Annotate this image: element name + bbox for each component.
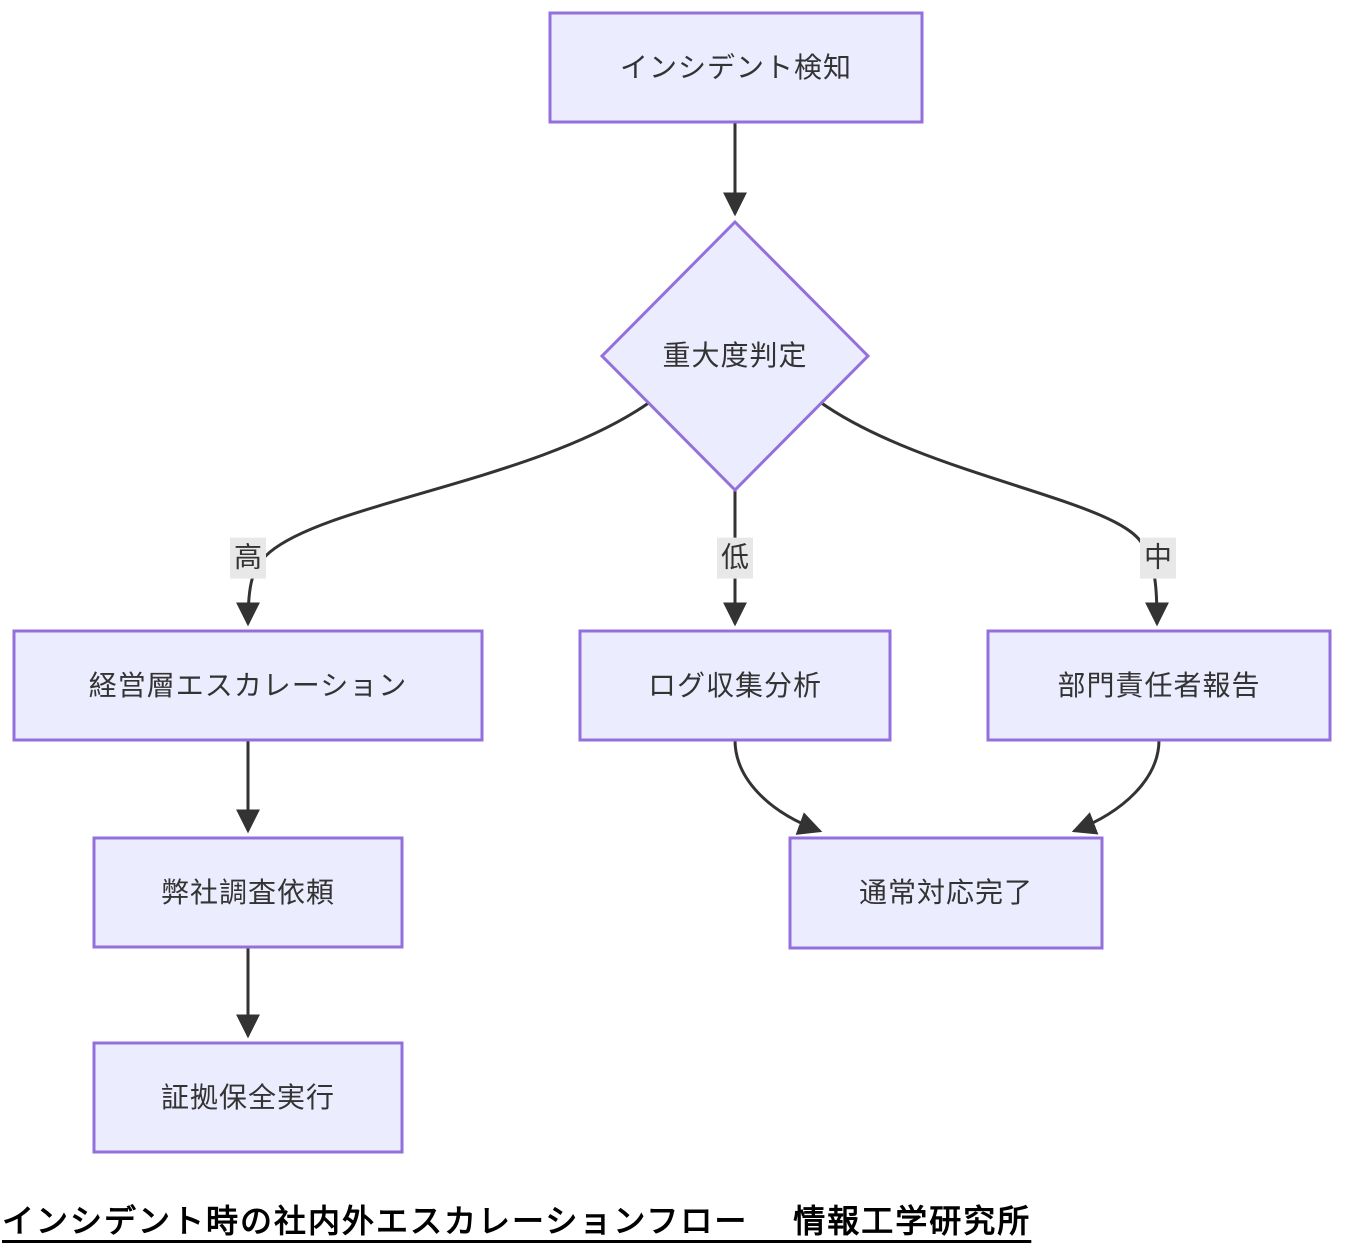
edge-severity-to-executive-escalation: [236, 400, 651, 627]
edge-department-report-to-normal-complete: [1071, 739, 1161, 835]
node-evidence-preservation-shape: [92, 1041, 404, 1154]
node-severity-judgment-shape: [599, 219, 871, 493]
diagram-caption: インシデント時の社内外エスカレーションフロー 情報工学研究所: [2, 1203, 1032, 1239]
edge-severity-to-department-report: [819, 400, 1169, 627]
node-normal-response-complete-shape: [788, 836, 1104, 950]
node-incident-detection-shape: [548, 11, 924, 124]
node-department-manager-report-shape: [986, 629, 1332, 742]
edge-log-analysis-to-normal-complete: [733, 739, 823, 835]
node-executive-escalation-shape: [12, 629, 484, 742]
node-company-investigation-request-shape: [92, 836, 404, 949]
node-log-collection-analysis-shape: [578, 629, 892, 742]
